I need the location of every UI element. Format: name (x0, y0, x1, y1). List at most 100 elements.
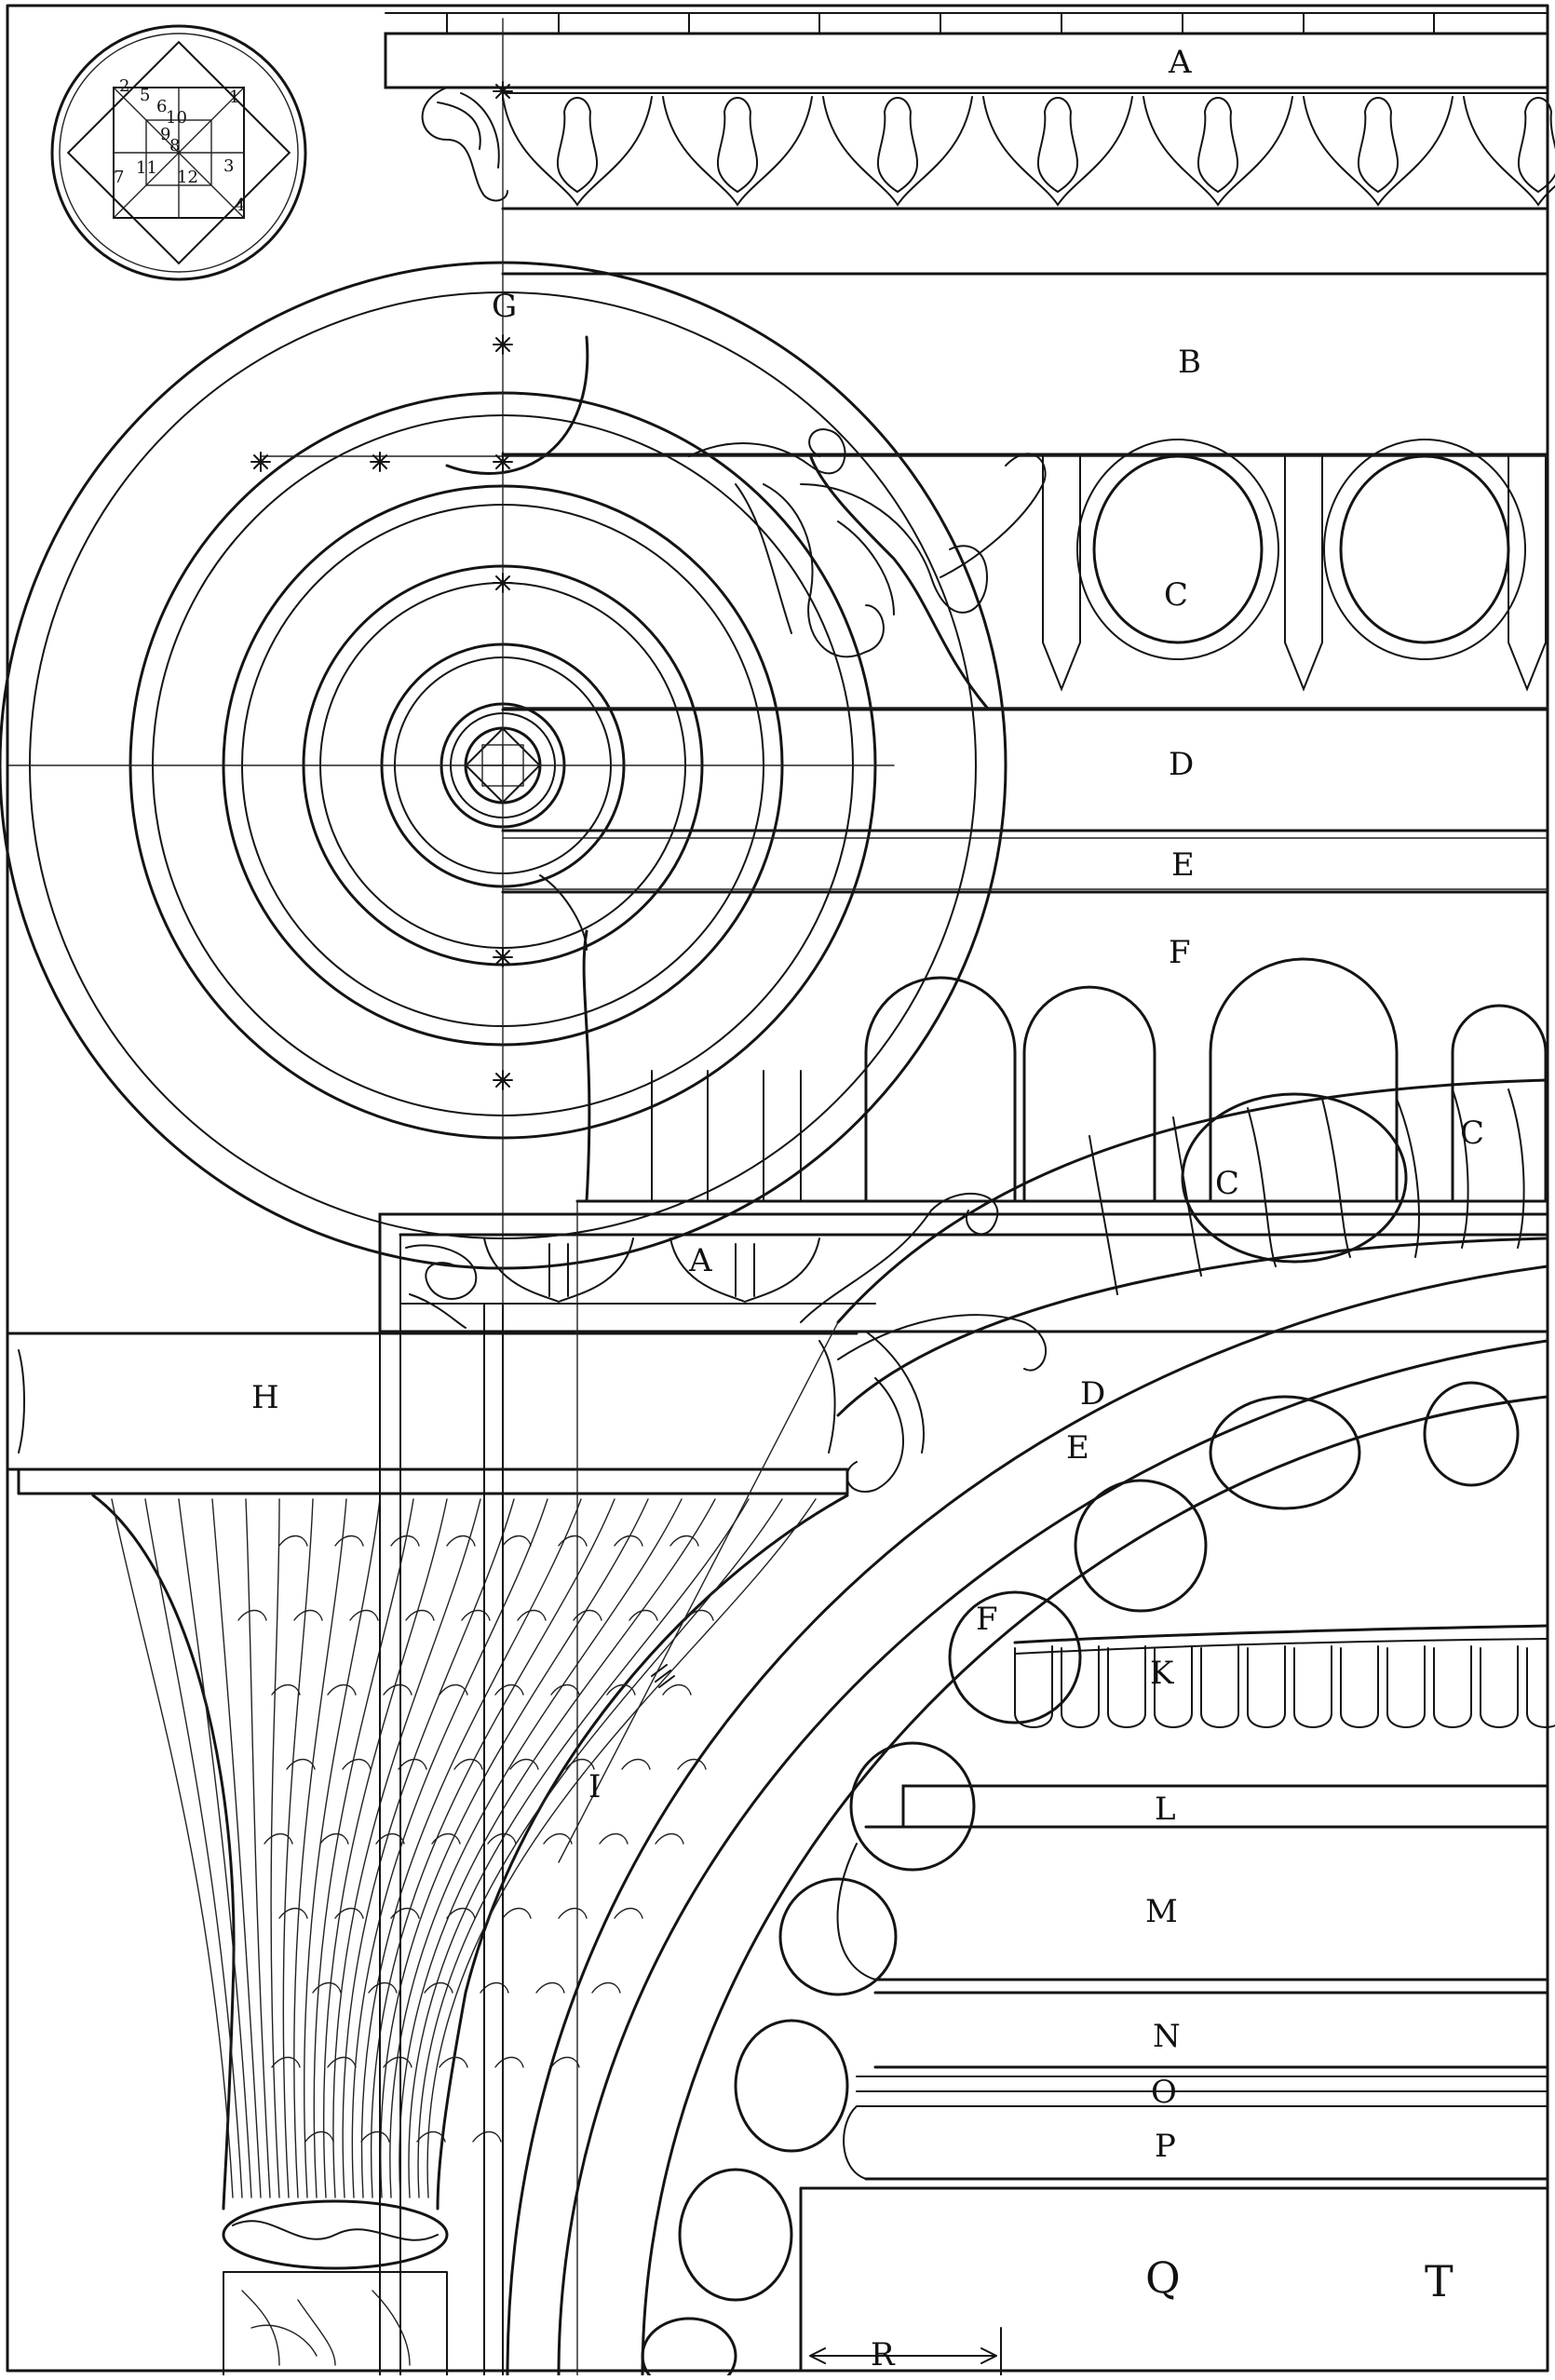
fringe-drop (1247, 1645, 1286, 1728)
inset-number: 8 (169, 136, 180, 156)
leaf-tip (334, 1535, 364, 1547)
leaf-tip (662, 1684, 692, 1696)
leaf-tip (349, 1609, 379, 1621)
egg (1209, 1395, 1361, 1510)
inset-number: 12 (177, 168, 198, 187)
star-mark (493, 573, 513, 593)
leaf-stroke (144, 1498, 243, 2198)
labels: A B C D E F G A C C H D E F I K L M N O … (251, 44, 1484, 2373)
leaf-outline (982, 96, 1133, 207)
fringe-drop (1200, 1645, 1239, 1728)
leaf-tip (558, 1535, 588, 1547)
top-leaf-row (501, 92, 1555, 210)
leaf-tip (535, 1981, 565, 1994)
leaf-tip (319, 1832, 349, 1845)
label-c-mid: C (1215, 1165, 1239, 1202)
leaf-tip (684, 1609, 714, 1621)
label-d-arc: D (1080, 1375, 1105, 1413)
leaf-tip (278, 1535, 308, 1547)
leaf-dart (1357, 97, 1400, 194)
egg (1092, 454, 1264, 644)
leaf-tip (405, 1609, 435, 1621)
leaf-tip (286, 1758, 316, 1770)
leaf-tip (342, 1758, 372, 1770)
leaf-tip (487, 1832, 517, 1845)
leaf-stroke (351, 1498, 548, 2198)
fringe-drop (1480, 1645, 1519, 1728)
leaf-tip (304, 2130, 334, 2143)
leaf-tip (312, 1981, 342, 1994)
leaf-tip (334, 1907, 364, 1919)
flute-arch (1209, 957, 1399, 1203)
leaf-tip (472, 2130, 502, 2143)
leaf-dart (548, 1243, 569, 1297)
leaf-stroke (332, 1498, 481, 2198)
leaf-outline (483, 1237, 634, 1304)
top-band-a (384, 12, 1549, 89)
leaf-tip (453, 1758, 483, 1770)
star-mark (250, 452, 271, 472)
label-f-arc: F (976, 1601, 998, 1638)
leaf-tip (621, 1758, 651, 1770)
leaf-tip (502, 1535, 532, 1547)
leaf-tip (360, 2130, 390, 2143)
egg (849, 1741, 976, 1872)
leaf-tip (614, 1907, 643, 1919)
inset-number: 2 (119, 76, 129, 96)
leaf-tip (383, 1684, 412, 1696)
leaf-stroke (399, 1498, 716, 2198)
fringe-drop (1386, 1645, 1426, 1728)
leaf-tip (271, 2056, 301, 2068)
inset-number: 1 (229, 88, 239, 107)
leaf-dart (556, 97, 599, 194)
leaf-dart (735, 1243, 755, 1297)
band-a-middle (378, 1212, 1549, 1333)
leaf-tip (517, 1609, 547, 1621)
star-mark (370, 452, 390, 472)
leaf-tip (614, 1535, 643, 1547)
star-mark (493, 452, 513, 472)
inset-number: 4 (235, 196, 245, 215)
leaf-outline (1143, 96, 1293, 207)
leaf-tip (677, 1758, 707, 1770)
inset-number: 7 (114, 168, 124, 187)
star-mark (493, 1070, 513, 1090)
leaf-tip (390, 1907, 420, 1919)
base-mouldings-stack (799, 1624, 1555, 2376)
diagonal-i-line (558, 1321, 839, 1863)
egg (1074, 1479, 1208, 1613)
leaf-tip (502, 1907, 532, 1919)
leaf-tip (591, 1981, 621, 1994)
fringe-drop (1293, 1645, 1332, 1728)
leaf-stroke (380, 1498, 649, 2198)
leaf-tip (424, 1981, 453, 1994)
leaf-stroke (408, 1498, 750, 2198)
dart (1042, 455, 1081, 692)
upper-acanthus-scroll (688, 428, 1047, 658)
leaf-tip (271, 1684, 301, 1696)
leaf-stroke (270, 1498, 280, 2198)
flute-arch (1022, 985, 1156, 1203)
leaf-outline (1463, 96, 1555, 207)
leaf-stroke (342, 1498, 515, 2198)
dart (1508, 455, 1547, 692)
leaf-tip (629, 1609, 658, 1621)
inset-number: 10 (166, 108, 187, 128)
band-c-middle (836, 1078, 1549, 1417)
star-mark (493, 334, 513, 355)
band-c-upper (808, 439, 1547, 710)
leaf-outline (1303, 96, 1454, 207)
bands-d-e-f-upper (501, 708, 1549, 894)
leaf-dart (716, 97, 759, 194)
leaf-tip (431, 1832, 461, 1845)
label-c-top: C (1164, 576, 1188, 614)
leaf-tip (390, 1535, 420, 1547)
label-p: P (1155, 2128, 1176, 2165)
leaf-tip (550, 2056, 580, 2068)
label-m: M (1145, 1893, 1178, 1930)
leaf-stroke (371, 1498, 615, 2198)
leaf-tip (439, 2056, 468, 2068)
leaf-stroke (111, 1498, 234, 2198)
